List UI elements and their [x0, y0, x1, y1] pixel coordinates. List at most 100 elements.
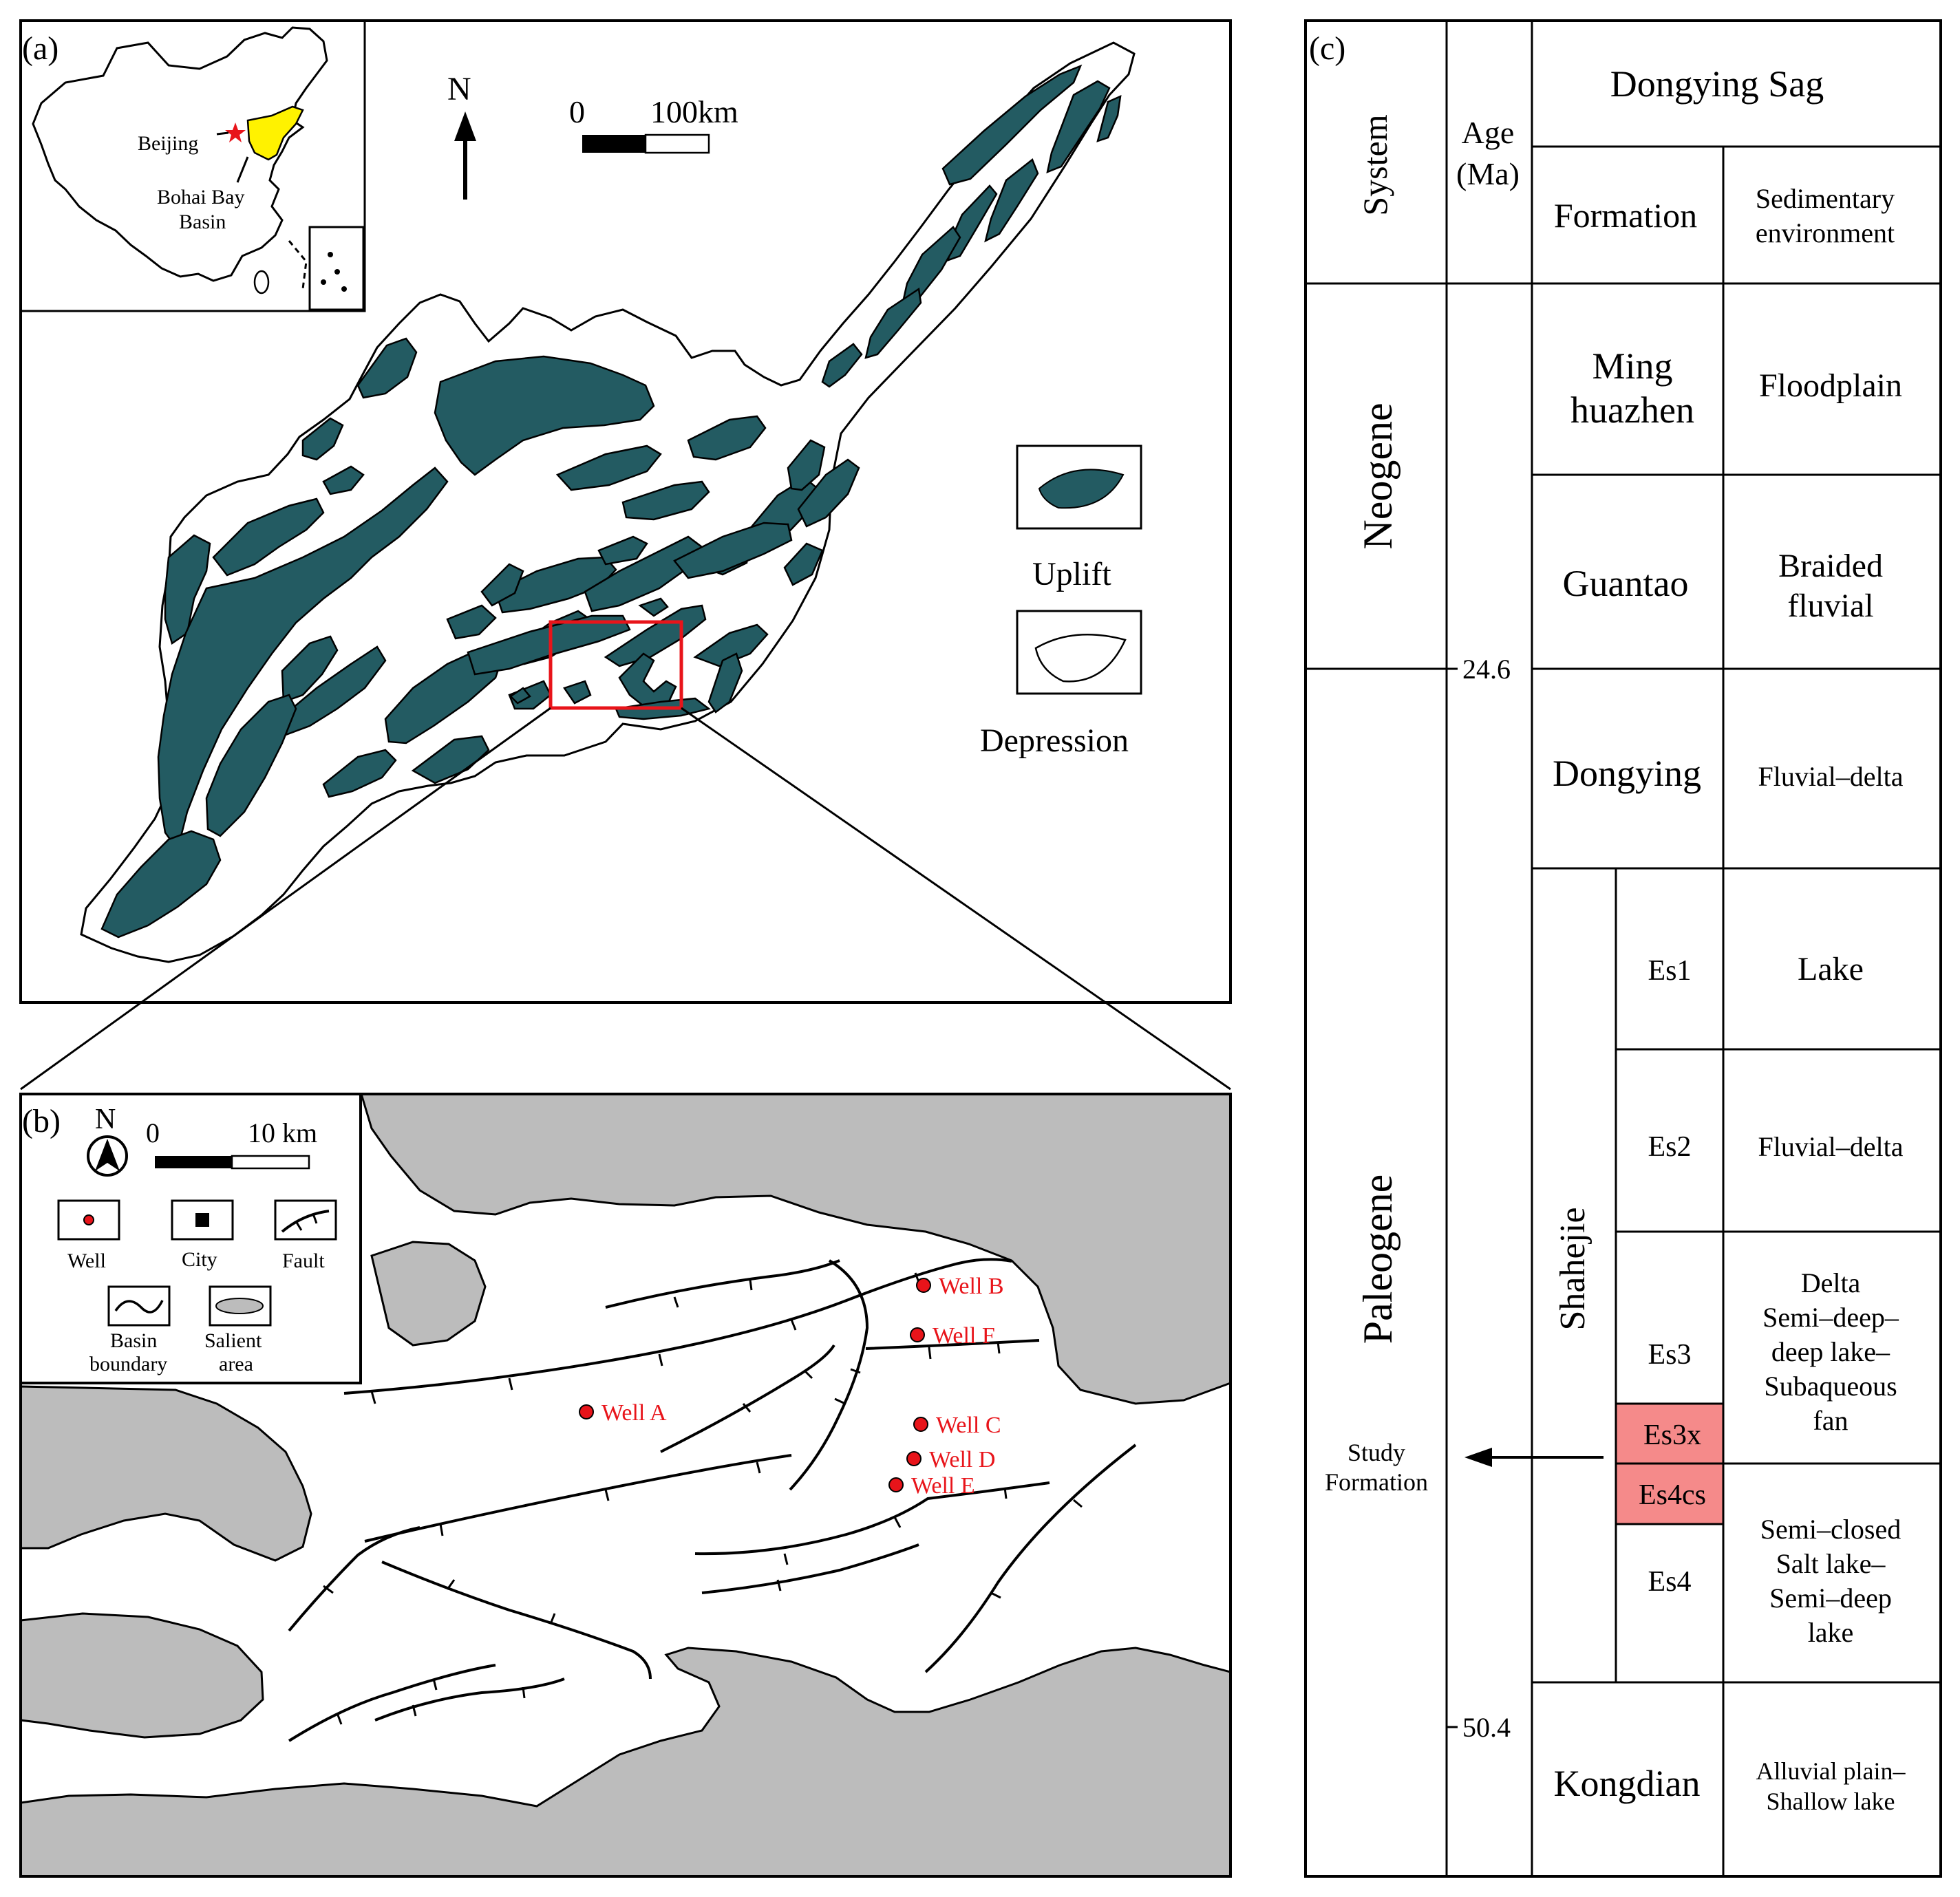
inset-beijing-label: Beijing [138, 132, 198, 155]
legend-a: Uplift Depression [980, 444, 1142, 759]
legend-basin-label-2: boundary [89, 1353, 167, 1375]
panel-a-frame [19, 19, 1232, 1004]
member-es2: Es2 [1648, 1131, 1692, 1163]
formation-kongdian: Kongdian [1554, 1763, 1701, 1804]
column-frame [1304, 19, 1942, 1878]
header-sag: Dongying Sag [1610, 63, 1824, 105]
scale-b-zero: 0 [146, 1117, 160, 1148]
well-b-marker[interactable] [916, 1278, 931, 1293]
formation-minghuazhen-1: Ming [1592, 345, 1672, 387]
formation-guantao: Guantao [1563, 563, 1689, 604]
panel-a-label: (a) [22, 30, 58, 67]
well-b-label: Well B [939, 1274, 1004, 1299]
north-label-b: N [95, 1104, 116, 1135]
legend-salient-label-1: Salient [204, 1329, 262, 1352]
env-es3-4: Subaqueous [1764, 1371, 1897, 1402]
beijing-pointer [216, 131, 229, 136]
legend-fault-icon [274, 1199, 337, 1241]
panel-b: Well A Well B Well C Well D Well E Well … [19, 1093, 1232, 1878]
system-neogene: Neogene [1355, 403, 1400, 549]
study-arrow-icon [1464, 1448, 1492, 1467]
legend-depression-box [1016, 610, 1142, 695]
env-guantao-2: fluvial [1787, 588, 1873, 624]
env-es4-4: lake [1808, 1617, 1854, 1648]
well-e-marker[interactable] [888, 1477, 904, 1492]
header-age-1: Age [1462, 115, 1515, 150]
scale-b-end: 10 km [248, 1117, 317, 1148]
inset-china-map: Beijing Bohai Bay Basin [19, 19, 366, 312]
header-system: System [1356, 114, 1394, 215]
legend-salient-label-2: area [219, 1353, 253, 1375]
well-c-marker[interactable] [913, 1417, 928, 1432]
study-formation-1: Study [1348, 1439, 1405, 1466]
formation-shahejie: Shahejie [1553, 1207, 1592, 1330]
south-china-sea-inset [308, 226, 365, 311]
study-formation-2: Formation [1325, 1468, 1428, 1496]
panel-b-frame [19, 1093, 1232, 1878]
env-es3-3: deep lake– [1771, 1336, 1890, 1367]
legend-depression-swatch [1034, 634, 1127, 683]
zoom-line-right [681, 707, 1231, 1091]
legend-well-icon [57, 1199, 120, 1241]
wells: Well A Well B Well C Well D Well E Well … [579, 1274, 1004, 1499]
env-es2: Fluvial–delta [1758, 1131, 1903, 1162]
uplift-areas [100, 64, 1122, 939]
env-dongying: Fluvial–delta [1758, 761, 1903, 792]
scale-a-zero: 0 [569, 94, 585, 129]
legend-city-icon [171, 1199, 234, 1241]
legend-city-label: City [182, 1248, 217, 1271]
member-es1: Es1 [1648, 955, 1692, 987]
env-kongdian-2: Shallow lake [1767, 1788, 1895, 1815]
scale-a-end: 100km [650, 94, 738, 129]
faults [288, 1258, 1137, 1742]
panel-b-label: (b) [22, 1103, 61, 1139]
inset-frame [19, 19, 366, 312]
well-a-marker[interactable] [579, 1404, 594, 1419]
env-es3-2: Semi–deep– [1762, 1302, 1899, 1333]
member-es3x: Es3x [1643, 1419, 1701, 1451]
env-es1: Lake [1798, 951, 1864, 987]
column-grid [1306, 21, 1941, 1876]
well-d-label: Well D [929, 1447, 995, 1472]
legend-fault-label: Fault [282, 1250, 325, 1272]
well-f-label: Well F [933, 1323, 995, 1349]
inset-basin-label-1: Bohai Bay [157, 186, 245, 208]
header-age-2: (Ma) [1456, 156, 1520, 191]
scale-bar-a: 0 100km [569, 94, 738, 154]
well-f-marker[interactable] [910, 1327, 925, 1342]
member-es4cs: Es4cs [1639, 1479, 1706, 1511]
panel-c-label: (c) [1309, 30, 1345, 67]
panel-a: (a) Beijing Bohai Bay Basin N 0 100km [19, 19, 1232, 1091]
member-es3: Es3 [1648, 1339, 1692, 1371]
env-minghuazhen: Floodplain [1759, 367, 1902, 404]
basin-pointer [236, 156, 249, 183]
legend-well-label: Well [67, 1250, 106, 1272]
legend-uplift-box [1016, 444, 1142, 530]
age-50-4: 50.4 [1462, 1712, 1511, 1743]
env-guantao-1: Braided [1778, 548, 1883, 584]
well-d-marker[interactable] [906, 1451, 922, 1466]
legend-basin-boundary-icon [107, 1285, 171, 1327]
inset-basin-label-2: Basin [179, 211, 226, 233]
header-env-1: Sedimentary [1756, 183, 1895, 214]
china-outline [32, 26, 328, 282]
age-24-6: 24.6 [1462, 654, 1511, 685]
env-es4-3: Semi–deep [1769, 1583, 1892, 1614]
well-c-label: Well C [936, 1413, 1001, 1438]
bohai-bay-basin-shape [246, 105, 304, 161]
salient-areas [19, 1093, 1232, 1878]
zoom-line-left [20, 707, 551, 1091]
north-arrow-icon [454, 111, 476, 141]
env-kongdian-1: Alluvial plain– [1756, 1757, 1906, 1785]
well-e-label: Well E [911, 1473, 975, 1499]
well-a-label: Well A [601, 1400, 667, 1426]
beijing-star-icon [225, 122, 246, 142]
panel-c-stratigraphic-column: (c) System Age (Ma) Dongying Sag Formati… [1304, 19, 1942, 1878]
legend-salient-icon [209, 1285, 272, 1327]
es4cs-cell [1616, 1464, 1723, 1524]
legend-uplift-swatch [1038, 469, 1125, 509]
legend-b: (b) N 0 10 km Well City Fault Basin boun… [19, 1093, 362, 1384]
study-area-box [548, 620, 683, 710]
legend-uplift-label: Uplift [1032, 556, 1111, 592]
